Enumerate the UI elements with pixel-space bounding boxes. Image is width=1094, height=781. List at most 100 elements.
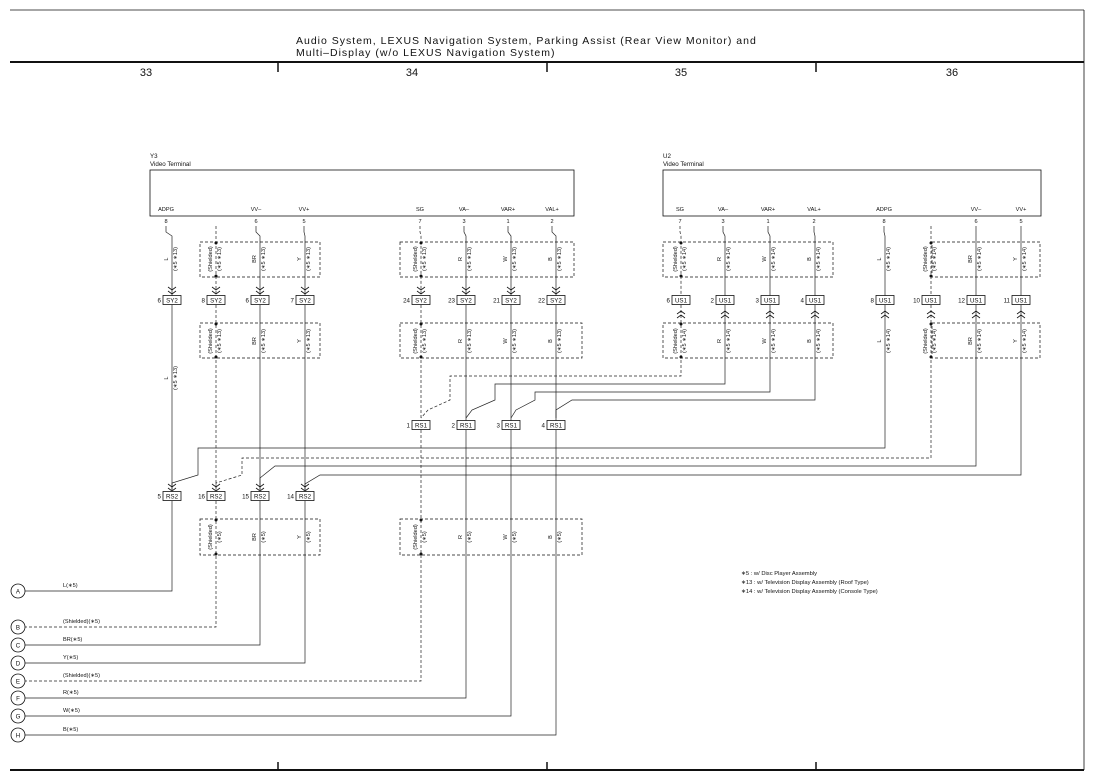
output-terminal-circle (10, 619, 26, 635)
u2-pin-label: ADPG (876, 207, 892, 213)
rs1-pin-number: 2 (452, 422, 456, 429)
wire-color-label: W (503, 338, 509, 344)
wire-condition-label: (∗5 ∗13) (557, 247, 563, 271)
sy2-connector (206, 295, 226, 305)
wire-color-label: W (762, 338, 768, 344)
us1-pin-number: 8 (871, 297, 875, 304)
rs2-connector (162, 491, 182, 501)
u2-pin-number: 8 (882, 219, 885, 225)
wire-to-output-H (25, 430, 557, 736)
us1-pin-number: 3 (756, 297, 760, 304)
wire-condition-label: (∗5 ∗13) (467, 329, 473, 353)
wire-l-us1-to-rs2 (171, 305, 886, 490)
splice-dot (679, 322, 683, 326)
u2-pin-number: 5 (1019, 219, 1022, 225)
connector-chevron (506, 290, 516, 295)
wire-to-output-F (25, 430, 467, 699)
output-terminal-circle (10, 637, 26, 653)
wire-y-us1-to-rs2 (304, 305, 1022, 490)
wire-color-label: (Shielded) (923, 246, 929, 272)
wire-color-label: B (807, 339, 813, 343)
y3-pin-number: 6 (254, 219, 257, 225)
rs2-wire-group (199, 518, 321, 556)
wire-condition-label: (∗5 ∗13) (512, 329, 518, 353)
wire-condition-label: (∗5 ∗13) (557, 329, 563, 353)
connector-chevron (926, 310, 936, 315)
sy2-wire-group-left (199, 322, 321, 359)
us1-connector-name: US1 (809, 297, 822, 304)
us1-connector (715, 295, 735, 305)
sy2-pin-number: 7 (291, 297, 295, 304)
output-wire-label: B(∗5) (63, 727, 78, 733)
sy2-pin-number: 8 (202, 297, 206, 304)
y3-pin-label: SG (416, 207, 424, 213)
sy2-connector (501, 295, 521, 305)
splice-dot (214, 552, 218, 556)
wire-color-label: B (548, 339, 554, 343)
u2-pin-label: VV– (971, 207, 982, 213)
u2-pin-number: 6 (974, 219, 977, 225)
connector-chevron (300, 290, 310, 295)
wire-color-label: BR (252, 255, 258, 263)
sy2-connector (295, 295, 315, 305)
connector-chevron (720, 310, 730, 315)
us1-connector (805, 295, 825, 305)
sy2-connector-name: SY2 (550, 297, 562, 304)
us1-connector (966, 295, 986, 305)
wire-condition-label: (∗5 ∗13) (422, 247, 428, 271)
wire-color-label: W (503, 534, 509, 540)
splice-dot (929, 355, 933, 359)
rs1-connector (411, 420, 431, 430)
sy2-connector (162, 295, 182, 305)
sy2-connector (456, 295, 476, 305)
sy2-pin-number: 23 (448, 297, 455, 304)
wire-color-label: B (548, 257, 554, 261)
us1-connector-name: US1 (970, 297, 983, 304)
splice-dot (419, 322, 423, 326)
wire-color-label: BR (252, 337, 258, 345)
wire-br-us1-to-rs2 (259, 305, 977, 490)
connector-chevron (720, 314, 730, 319)
output-terminal-circle (10, 655, 26, 671)
us1-connector-name: US1 (879, 297, 892, 304)
u2-pin-number: 2 (812, 219, 815, 225)
us1-wire-group-right (931, 322, 1041, 359)
u2-wire-group-left (662, 241, 834, 278)
y3-pin-number: 3 (462, 219, 465, 225)
connector-chevron (211, 286, 221, 291)
sy2-pin-number: 6 (246, 297, 250, 304)
output-wire-label: R(∗5) (63, 690, 79, 696)
u2-wire-group-right (931, 241, 1041, 278)
wire-color-label: Y (297, 339, 303, 343)
wire-color-label: B (807, 257, 813, 261)
rs1-connector (501, 420, 521, 430)
rs2-connector-name: RS2 (210, 493, 223, 500)
wire-condition-label: (∗5 ∗14) (816, 329, 822, 353)
rs1-connector-name: RS1 (415, 422, 428, 429)
output-terminal-letter: F (16, 695, 20, 702)
rs2-connector (206, 491, 226, 501)
wire-y3-to-sy2 (165, 226, 173, 296)
connector-chevron (167, 483, 177, 488)
y3-pin-number: 7 (418, 219, 421, 225)
y3-video-terminal-box (149, 169, 575, 217)
wire-color-label: BR (968, 255, 974, 263)
wire-color-label: L (877, 339, 883, 342)
sy2-connector-name: SY2 (460, 297, 472, 304)
splice-dot (679, 355, 683, 359)
wire-condition-label: (∗5) (261, 531, 267, 543)
splice-dot (419, 241, 423, 245)
splice-dot (419, 552, 423, 556)
wire-condition-label: (∗5 ∗14) (1022, 329, 1028, 353)
y3-pin-number: 8 (164, 219, 167, 225)
wire-condition-label: (∗5 ∗14) (886, 329, 892, 353)
wire-condition-label: (∗5) (557, 531, 563, 543)
wire-condition-label: (∗5 ∗14) (977, 247, 983, 271)
u2-pin-label: VV+ (1016, 207, 1027, 213)
rs2-connector-name: RS2 (254, 493, 267, 500)
us1-connector (921, 295, 941, 305)
connector-chevron (971, 314, 981, 319)
us1-pin-number: 10 (913, 297, 920, 304)
us1-pin-number: 11 (1004, 297, 1011, 304)
wire-color-label: (Shielded) (413, 328, 419, 354)
